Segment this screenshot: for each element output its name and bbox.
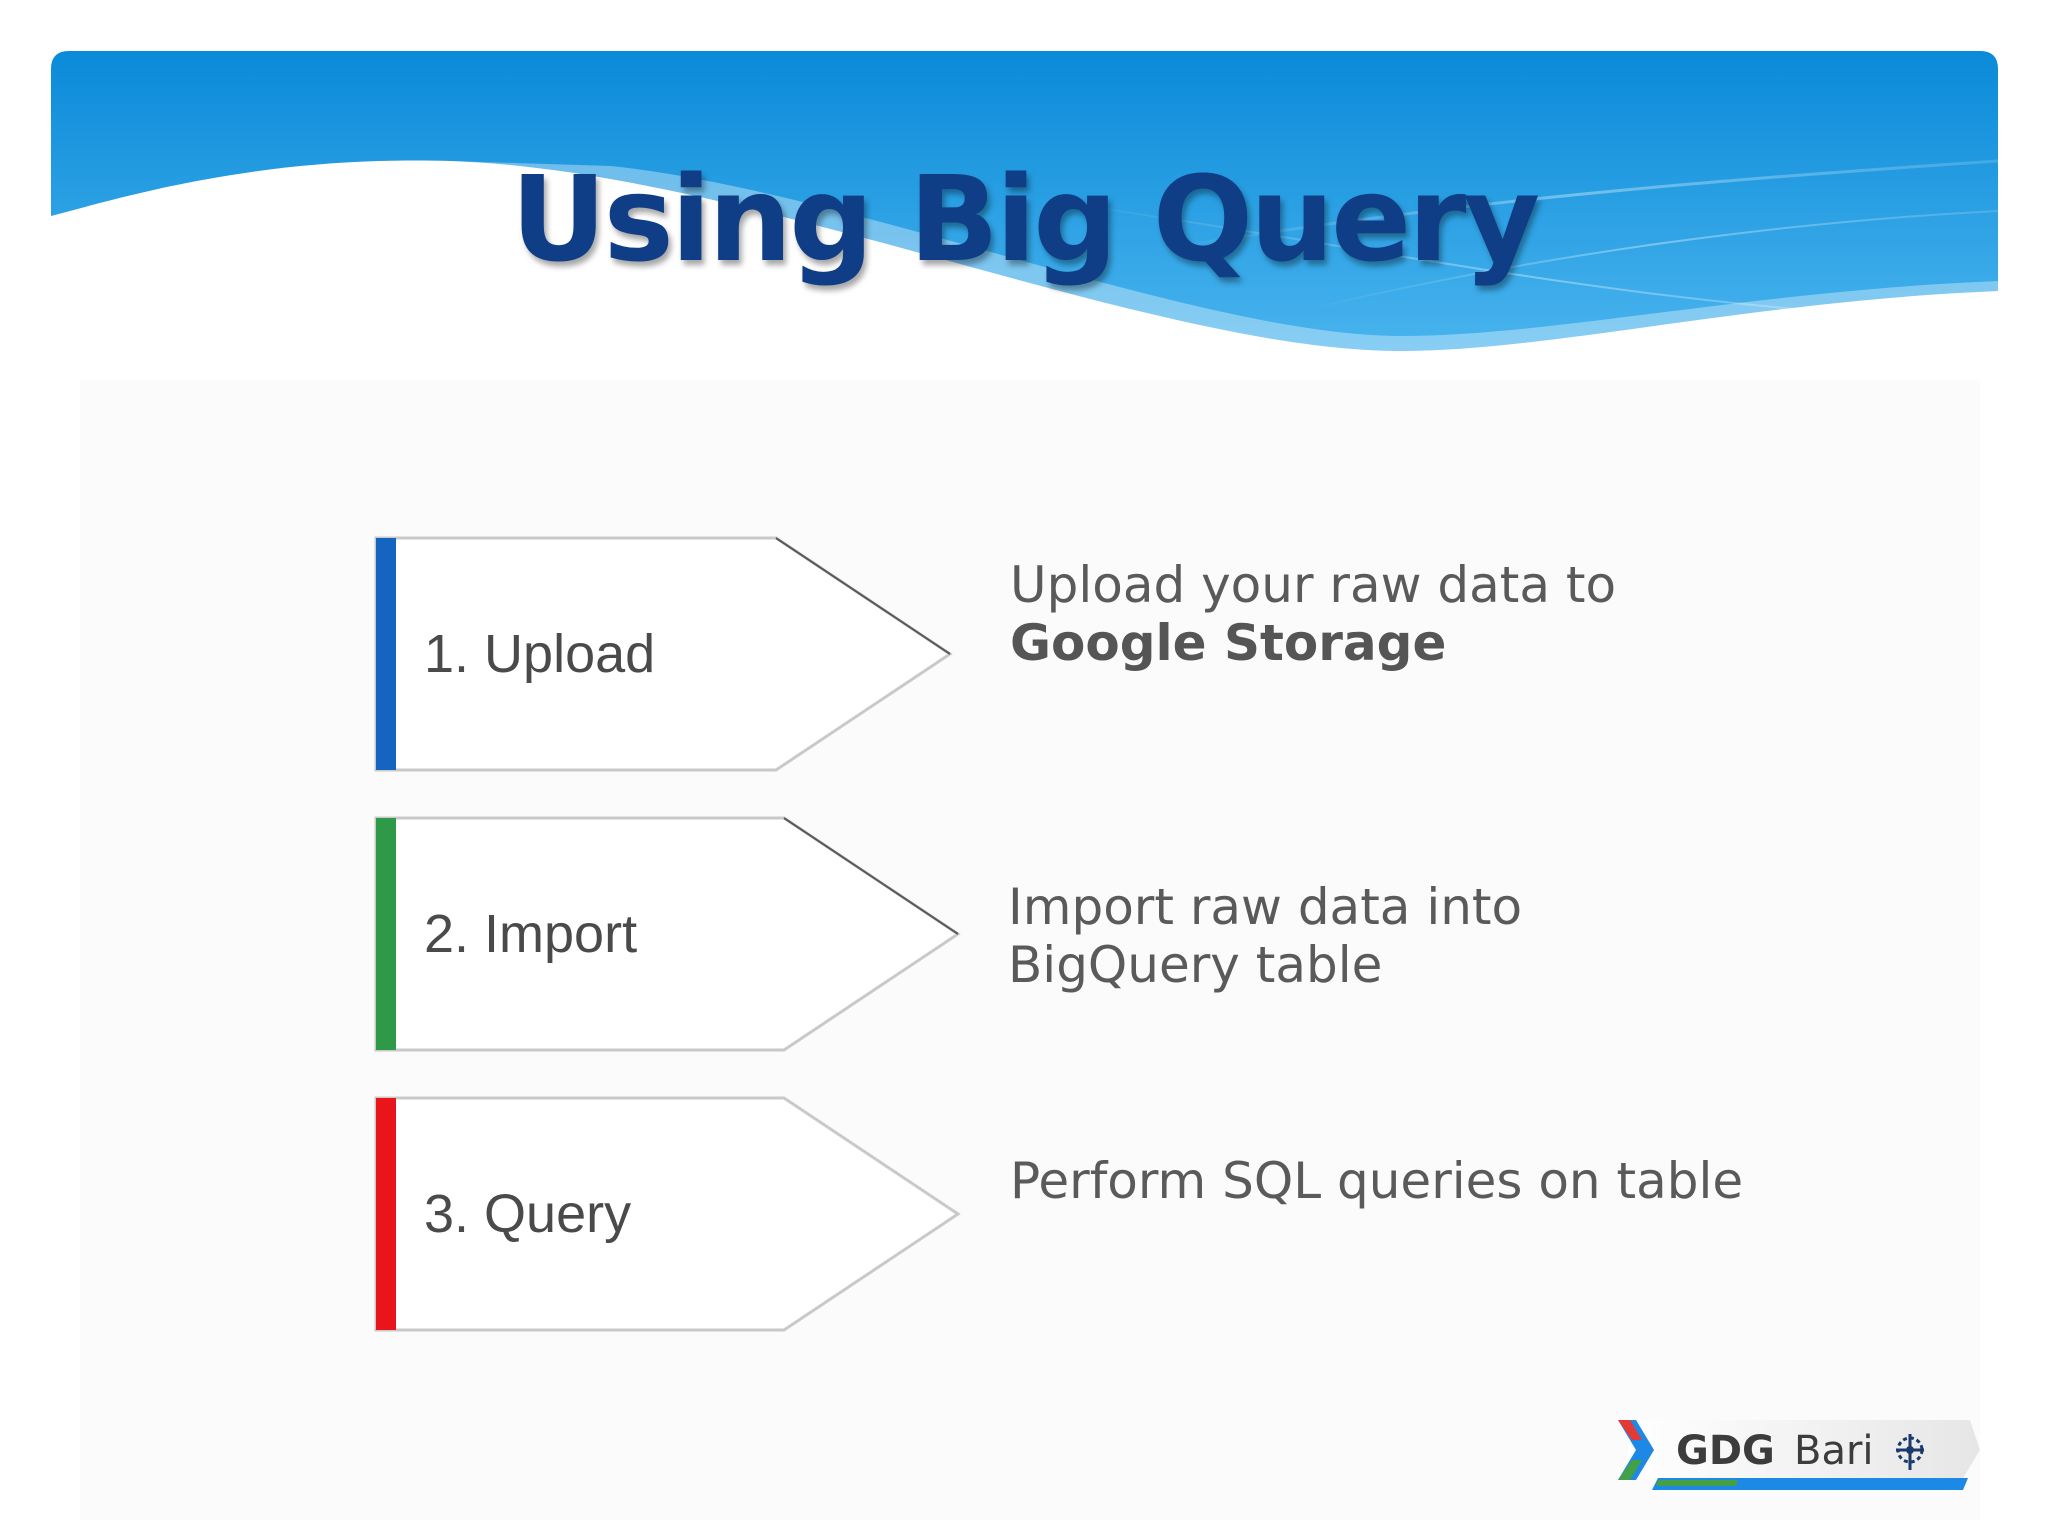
step-upload: 1. Upload bbox=[374, 536, 956, 772]
gdg-bari-logo: GDG Bari bbox=[1618, 1420, 1980, 1492]
description-text: Perform SQL queries on table bbox=[1010, 1152, 1744, 1210]
step-label: 3. Query bbox=[424, 1184, 632, 1244]
slide-title: Using Big Query bbox=[510, 150, 1540, 288]
step-description: Upload your raw data to Google Storage bbox=[1010, 556, 1770, 672]
step-arrow-shape bbox=[374, 816, 961, 1052]
logo-text-gdg: GDG bbox=[1676, 1428, 1775, 1474]
description-bold-text: Google Storage bbox=[1010, 614, 1447, 672]
header-wave-banner bbox=[51, 51, 1998, 351]
step-description: Import raw data into BigQuery table bbox=[1008, 878, 1768, 994]
step-import: 2. Import bbox=[374, 816, 961, 1052]
step-arrow-shape bbox=[374, 536, 953, 772]
step-label: 1. Upload bbox=[424, 624, 656, 684]
description-text: Upload your raw data to bbox=[1010, 556, 1617, 614]
step-description: Perform SQL queries on table bbox=[1010, 1152, 1770, 1210]
logo-text-bari: Bari bbox=[1794, 1428, 1874, 1474]
logo-graphic bbox=[1618, 1420, 1980, 1490]
description-text: Import raw data into BigQuery table bbox=[1008, 878, 1523, 994]
step-label: 2. Import bbox=[424, 904, 638, 964]
step-query: 3. Query bbox=[374, 1096, 961, 1332]
step-arrow-shape bbox=[374, 1096, 961, 1332]
ship-wheel-icon bbox=[1896, 1434, 1924, 1470]
